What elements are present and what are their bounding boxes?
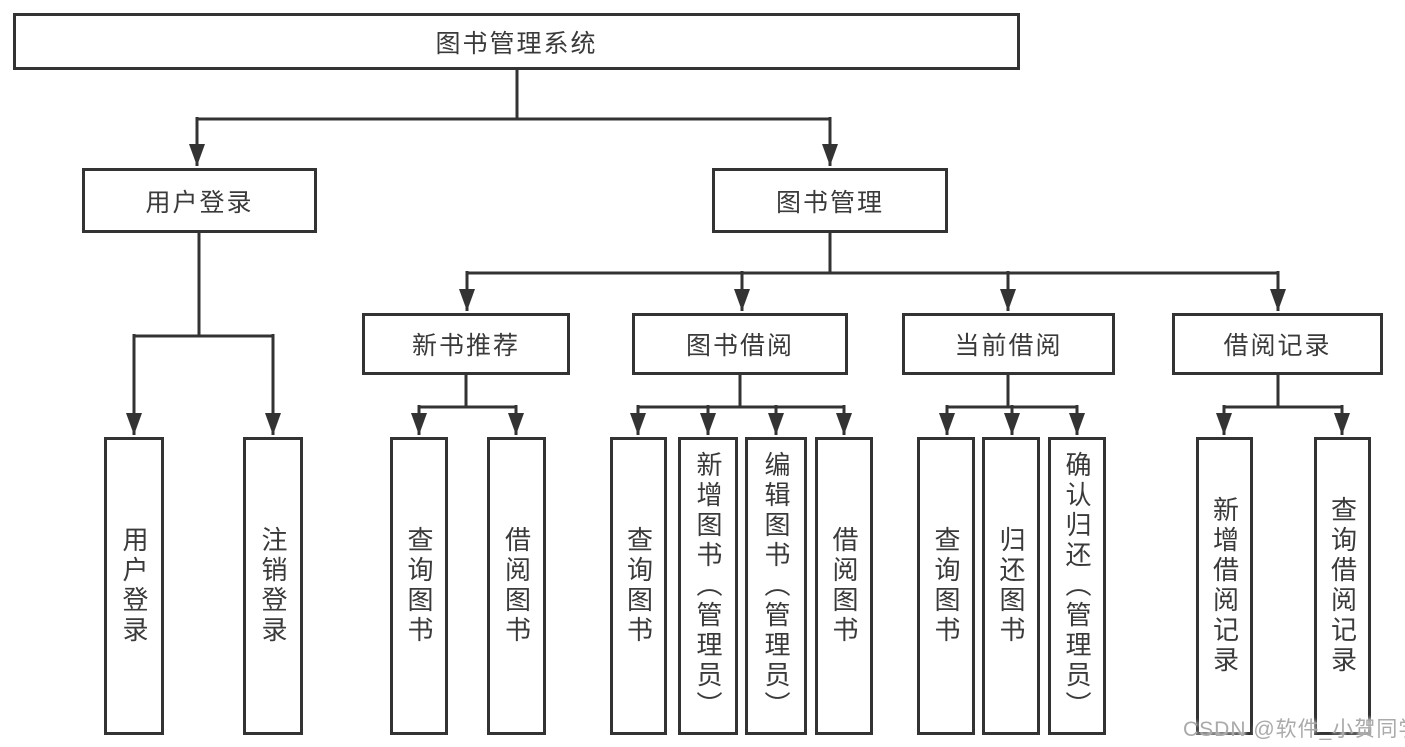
leaf-current-query-books: 查询图书 xyxy=(917,437,975,735)
leaf-recommend-query-books: 查询图书 xyxy=(390,437,448,735)
leaf-query-borrow-record: 查询借阅记录 xyxy=(1314,437,1371,735)
leaf-return-books: 归还图书 xyxy=(982,437,1040,735)
leaf-edit-books-admin: 编辑图书（管理员） xyxy=(745,437,807,735)
node-current-borrow: 当前借阅 xyxy=(902,313,1115,375)
leaf-add-books-admin: 新增图书（管理员） xyxy=(678,437,738,735)
leaf-recommend-borrow-books: 借阅图书 xyxy=(487,437,546,735)
leaf-borrow-query-books: 查询图书 xyxy=(610,437,667,735)
node-new-book-recommend: 新书推荐 xyxy=(362,313,570,375)
leaf-confirm-return-admin: 确认归还（管理员） xyxy=(1048,437,1106,735)
node-root-system: 图书管理系统 xyxy=(13,13,1020,70)
node-book-borrow: 图书借阅 xyxy=(632,313,848,375)
leaf-borrow-books: 借阅图书 xyxy=(815,437,873,735)
leaf-add-borrow-record: 新增借阅记录 xyxy=(1196,437,1253,735)
leaf-user-login: 用户登录 xyxy=(104,437,164,735)
node-book-management: 图书管理 xyxy=(712,168,948,233)
node-borrow-records: 借阅记录 xyxy=(1172,313,1383,375)
leaf-logout: 注销登录 xyxy=(243,437,303,735)
csdn-watermark: CSDN @软件_小贺同学 xyxy=(1183,718,1405,741)
node-user-login: 用户登录 xyxy=(82,168,317,233)
